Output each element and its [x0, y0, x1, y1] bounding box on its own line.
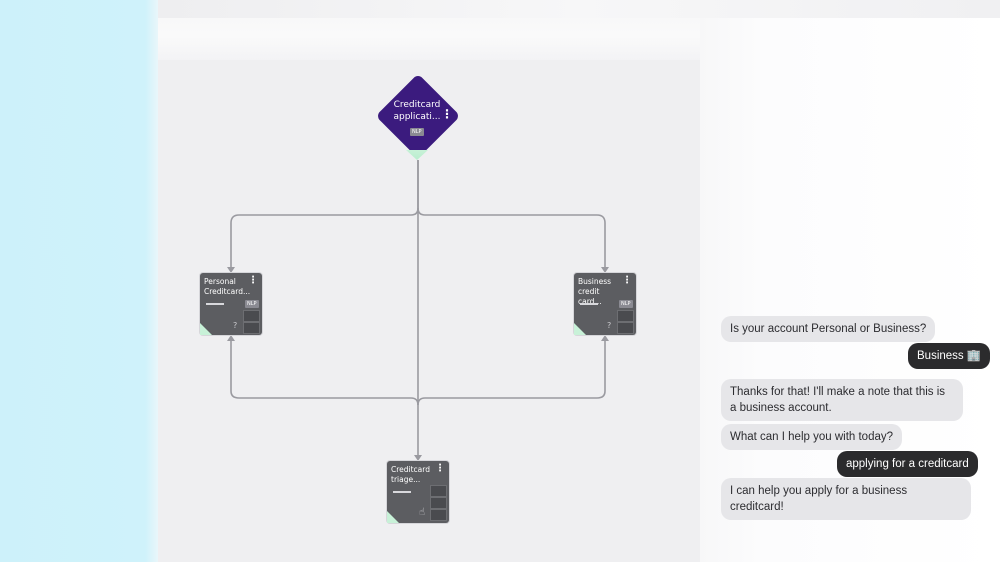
arrow-up-from-business — [601, 335, 609, 341]
node-business-slot — [617, 310, 634, 322]
node-creditcard-triage[interactable]: Creditcard triage... ⋮ ☝ — [387, 461, 449, 523]
node-business-slot — [617, 322, 634, 334]
node-triage-title: Creditcard triage... — [391, 465, 430, 484]
node-business-line — [580, 303, 598, 305]
node-triage-slot — [430, 485, 447, 497]
start-node-green-corner — [406, 150, 428, 160]
connector-start-to-business — [417, 207, 606, 268]
node-personal-more-icon[interactable]: ⋮ — [248, 275, 258, 286]
node-personal-slot — [243, 310, 260, 322]
node-business-title: Business credit card... — [578, 277, 612, 306]
arrow-into-triage — [414, 455, 422, 461]
start-node-title: Creditcard applicati... — [393, 100, 441, 122]
connector-personal-to-triage — [230, 340, 419, 406]
node-business-help: ? — [607, 321, 612, 330]
chat-message-bot: Thanks for that! I'll make a note that t… — [721, 379, 963, 421]
chat-message-user: Business 🏢 — [908, 343, 991, 369]
connector-start-to-personal — [230, 160, 419, 268]
chat-message-bot: Is your account Personal or Business? — [721, 316, 936, 342]
node-triage-green-corner — [387, 511, 399, 523]
arrow-up-from-personal — [227, 335, 235, 341]
node-personal-green-corner — [200, 323, 212, 335]
start-node-nlp-tag: NLP — [410, 128, 424, 136]
node-business-green-corner — [574, 323, 586, 335]
node-personal-line — [206, 303, 224, 305]
node-personal-help: ? — [233, 321, 238, 330]
node-business-credit-card[interactable]: Business credit card... ⋮ NLP ? — [574, 273, 636, 335]
node-triage-line — [393, 491, 411, 493]
node-triage-more-icon[interactable]: ⋮ — [435, 463, 445, 474]
chat-message-bot: I can help you apply for a business cred… — [721, 478, 971, 520]
node-personal-title: Personal Creditcard... — [204, 277, 251, 296]
node-business-nlp-tag: NLP — [619, 300, 633, 308]
node-triage-slot — [430, 497, 447, 509]
top-bar-band — [158, 0, 1000, 18]
start-node-more-icon[interactable]: ⋮ — [441, 107, 453, 121]
arrow-into-business — [601, 267, 609, 273]
node-personal-slot — [243, 322, 260, 334]
node-business-more-icon[interactable]: ⋮ — [622, 275, 632, 286]
chat-message-user: applying for a creditcard — [837, 451, 978, 477]
node-personal-nlp-tag: NLP — [245, 300, 259, 308]
node-triage-slot — [430, 509, 447, 521]
arrow-into-personal — [227, 267, 235, 273]
node-personal-creditcard[interactable]: Personal Creditcard... ⋮ NLP ? — [200, 273, 262, 335]
chat-message-bot: What can I help you with today? — [721, 424, 903, 450]
mouse-cursor-icon: ☝ — [419, 507, 426, 518]
left-side-strip — [0, 0, 158, 562]
connector-business-to-triage — [417, 340, 606, 406]
